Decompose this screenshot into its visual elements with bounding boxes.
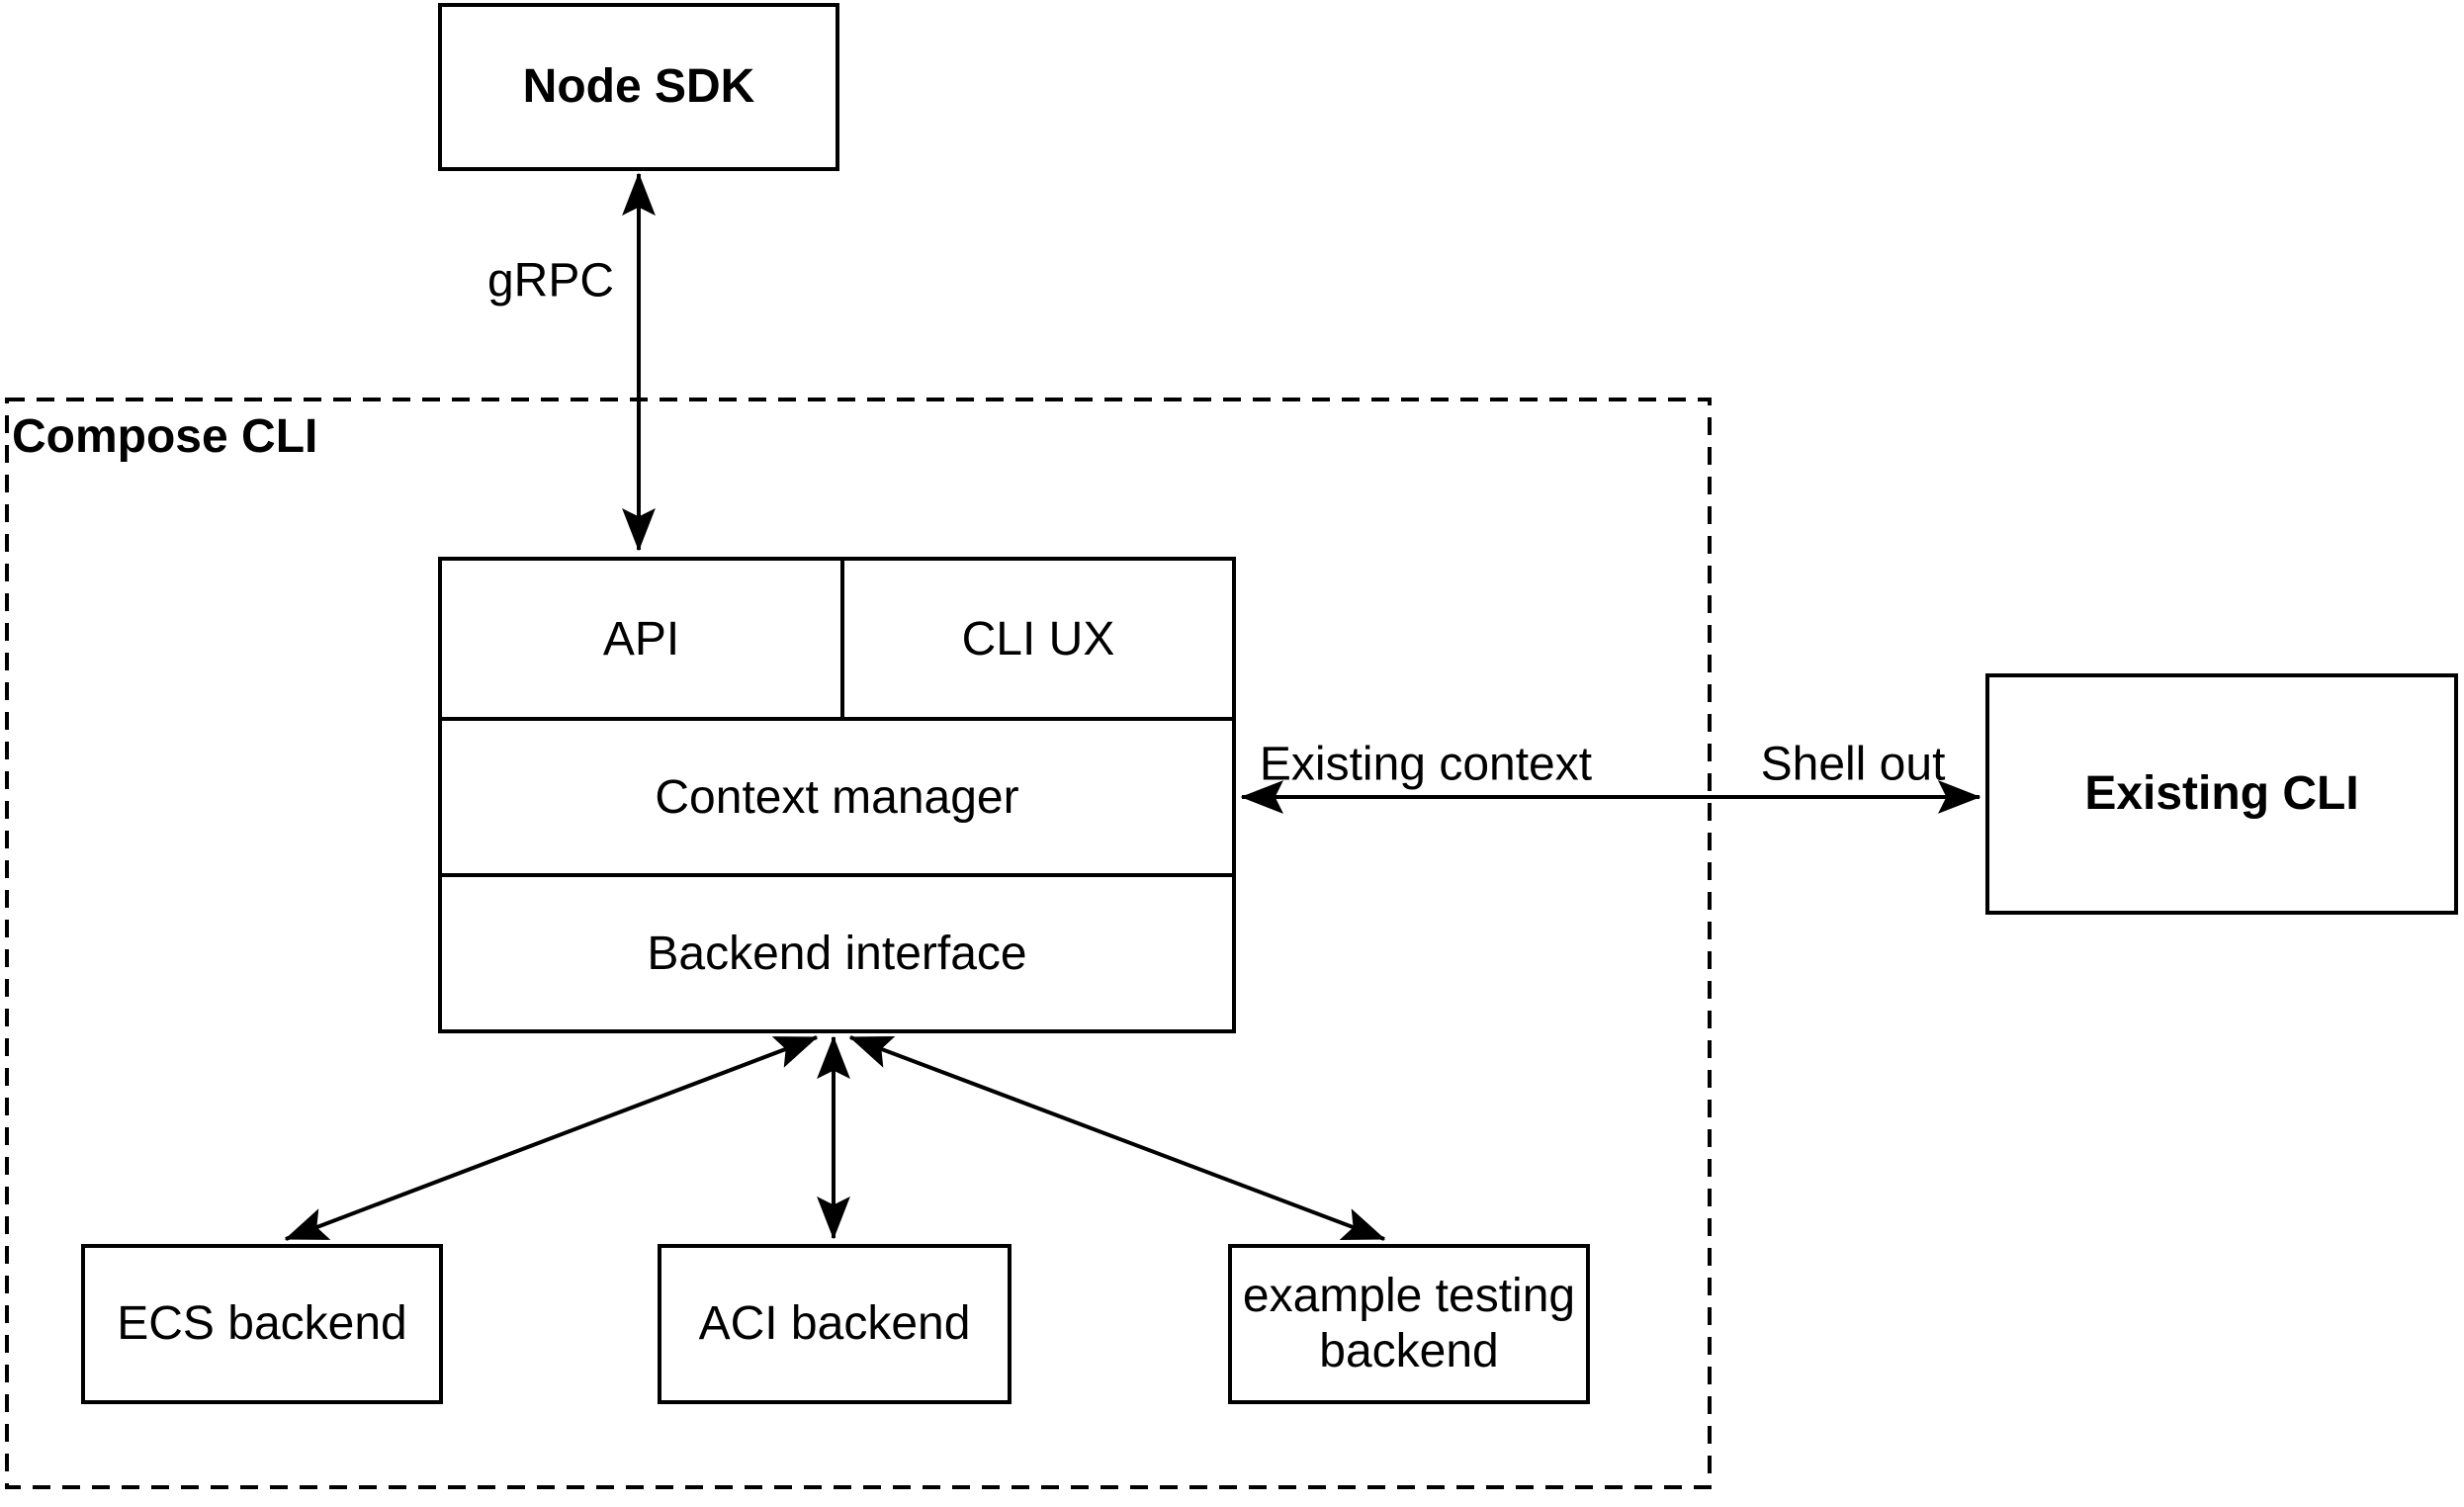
existing-context-edge-label: Existing context	[1259, 738, 1593, 791]
grpc-edge-label: gRPC	[486, 254, 615, 308]
ecs-backend-box: ECS backend	[81, 1244, 443, 1404]
context-manager-cell: Context manager	[442, 717, 1232, 873]
example-backend-arrow	[850, 1035, 1384, 1241]
shell-out-edge-label: Shell out	[1760, 738, 1946, 791]
compose-cli-group-label: Compose CLI	[12, 410, 318, 463]
example-testing-backend-label: example testing backend	[1242, 1270, 1576, 1377]
backend-interface-label: Backend interface	[647, 927, 1027, 980]
example-testing-backend-box: example testing backend	[1228, 1244, 1590, 1404]
existing-cli-label: Existing CLI	[2084, 767, 2359, 820]
backend-interface-cell: Backend interface	[442, 873, 1232, 1029]
ecs-backend-label: ECS backend	[117, 1297, 407, 1350]
node-sdk-label: Node SDK	[522, 60, 755, 113]
api-label: API	[602, 612, 680, 665]
cli-ux-label: CLI UX	[961, 612, 1115, 665]
stack-top-row: API CLI UX	[442, 561, 1232, 717]
existing-cli-box: Existing CLI	[1985, 673, 2458, 915]
cli-ux-cell: CLI UX	[840, 561, 1232, 717]
context-manager-label: Context manager	[655, 770, 1019, 824]
aci-backend-box: ACI backend	[658, 1244, 1012, 1404]
ecs-backend-arrow	[286, 1035, 817, 1241]
node-sdk-box: Node SDK	[438, 3, 839, 171]
compose-cli-stack-box: API CLI UX Context manager Backend inter…	[438, 557, 1236, 1033]
aci-backend-label: ACI backend	[698, 1297, 971, 1350]
api-cell: API	[442, 561, 840, 717]
